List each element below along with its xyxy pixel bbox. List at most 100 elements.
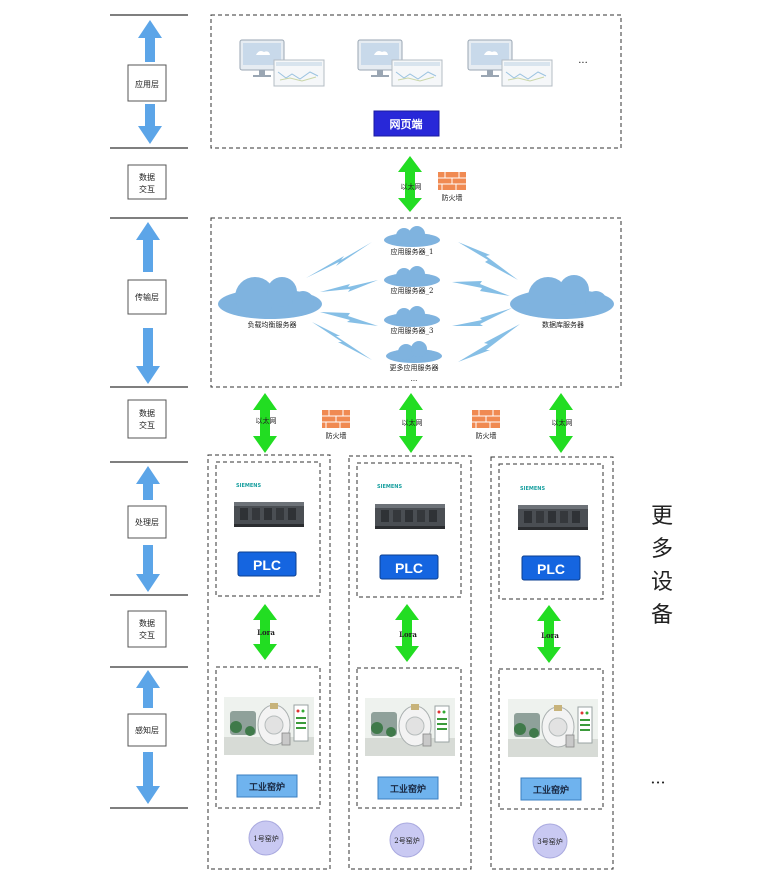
lora-arrow-3 [537, 605, 561, 663]
plc-label-2: PLC [395, 560, 423, 576]
load-balancer-label: 负载均衡服务器 [248, 320, 297, 329]
load-balancer-cloud [218, 277, 322, 319]
app-server-label-1: 应用服务器_1 [391, 247, 434, 256]
client-terminal-2 [357, 39, 443, 87]
app-layer-box [127, 64, 167, 102]
sensing-layer-down-arrow [136, 752, 160, 804]
processing-layer-label: 处理层 [135, 517, 159, 527]
client-ellipsis: ··· [578, 58, 588, 69]
lora-arrow-1 [253, 604, 277, 660]
app-server-label-2: 应用服务器_2 [391, 286, 434, 295]
device-column-1: SIEMENS PLC Lora 工业窑炉 1号窑炉 [207, 454, 331, 870]
transport-layer-down-arrow [136, 328, 160, 384]
connection-bolts [306, 242, 520, 362]
plc-label-1: PLC [253, 557, 281, 573]
more-devices-char-3: 设 [651, 570, 673, 595]
more-app-server-label: 更多应用服务器 [390, 363, 439, 372]
database-label: 数据库服务器 [542, 320, 584, 329]
data-exchange-label-2a: 数据 [139, 408, 155, 418]
web-client-button [373, 110, 440, 137]
bolt-lb-app1 [306, 242, 372, 278]
plc-button-1 [237, 551, 297, 577]
ethernet-arrow-1 [253, 393, 277, 453]
database-cloud [510, 275, 614, 319]
more-devices-ellipsis: ··· [650, 773, 665, 792]
data-exchange-label-1b: 交互 [139, 184, 155, 194]
plc-button-2 [379, 554, 439, 580]
processing-layer-up-arrow [136, 466, 160, 500]
kiln-number-circle-2 [389, 822, 425, 858]
top-firewall-icon [437, 171, 467, 191]
client-terminal-1 [239, 39, 325, 87]
lora-arrow-2 [395, 604, 419, 662]
top-ethernet-arrow [398, 156, 422, 212]
ethernet-label-2: 以太网 [402, 418, 423, 427]
plc-device-2 [375, 504, 445, 529]
app-layer-down-arrow [138, 104, 162, 144]
bolt-more-db [458, 324, 520, 362]
firewall-label-2: 防火墙 [476, 431, 497, 440]
kiln-label-box-3 [520, 777, 582, 801]
siemens-brand-1: SIEMENS [236, 483, 261, 489]
application-zone: ··· 网页端 [210, 14, 622, 149]
ethernet-label-3: 以太网 [552, 418, 573, 427]
web-client-label: 网页端 [390, 117, 423, 131]
lora-label-1: Lora [257, 628, 275, 637]
processing-layer-down-arrow [136, 545, 160, 592]
siemens-brand-2: SIEMENS [377, 484, 402, 490]
more-devices-char-2: 多 [651, 537, 673, 562]
app-server-cloud-1 [384, 226, 440, 247]
kiln-label-1: 工业窑炉 [249, 781, 285, 793]
kiln-label-box-2 [377, 776, 439, 800]
firewall-icon-1 [321, 409, 351, 429]
device-column-2: SIEMENS PLC Lora 工业窑炉 2号窑炉 [348, 455, 472, 870]
kiln-label-2: 工业窑炉 [390, 783, 426, 795]
transport-layer-up-arrow [136, 222, 160, 272]
data-exchange-box-3 [127, 610, 167, 648]
more-devices-char-4: 备 [651, 603, 673, 628]
middle-links: 以太网 防火墙 以太网 防火墙 以太网 [253, 393, 573, 453]
plc-box-2 [356, 462, 462, 598]
firewall-label-1: 防火墙 [326, 431, 347, 440]
bolt-app2-db [452, 281, 510, 296]
kiln-box-1 [215, 666, 321, 809]
transport-layer-label: 传输层 [135, 292, 159, 302]
kiln-number-circle-1 [248, 820, 284, 856]
transport-layer-box [127, 279, 167, 315]
kiln-box-3 [498, 668, 604, 810]
firewall-icon-2 [471, 409, 501, 429]
server-ellipsis: ··· [411, 377, 418, 385]
siemens-brand-3: SIEMENS [520, 486, 545, 492]
data-exchange-box-2 [127, 399, 167, 439]
app-server-label-3: 应用服务器_3 [391, 326, 434, 335]
lora-label-3: Lora [541, 631, 559, 640]
sensing-layer-up-arrow [136, 670, 160, 708]
kiln-box-2 [356, 667, 462, 809]
bolt-app1-db [458, 242, 518, 280]
ethernet-label-1: 以太网 [256, 416, 277, 425]
data-exchange-box-1 [127, 164, 167, 200]
data-exchange-label-3a: 数据 [139, 618, 155, 628]
app-layer-up-arrow [138, 20, 162, 62]
plc-box-1 [215, 461, 321, 597]
sensing-layer-label: 感知层 [135, 725, 159, 735]
app-server-cloud-2 [384, 266, 440, 287]
data-exchange-label-2b: 交互 [139, 420, 155, 430]
layer-column: 应用层 数据 交互 传输层 数据 交互 处理层 数据 交互 [110, 14, 188, 809]
app-layer-label: 应用层 [135, 79, 159, 89]
kiln-image-3 [507, 698, 599, 758]
device-column-3: SIEMENS PLC Lora 工业窑炉 3号窑炉 [490, 456, 614, 870]
kiln-number-3: 3号窑炉 [537, 837, 562, 846]
ethernet-arrow-2 [399, 393, 423, 453]
plc-device-1 [234, 502, 304, 527]
bolt-lb-app2 [320, 280, 378, 292]
bolt-app3-db [452, 308, 512, 326]
kiln-image-1 [223, 696, 315, 756]
top-firewall-label: 防火墙 [442, 193, 463, 202]
top-ethernet-label: 以太网 [401, 182, 422, 191]
processing-layer-box [127, 505, 167, 539]
data-exchange-label-1a: 数据 [139, 172, 155, 182]
ethernet-arrow-3 [549, 393, 573, 453]
